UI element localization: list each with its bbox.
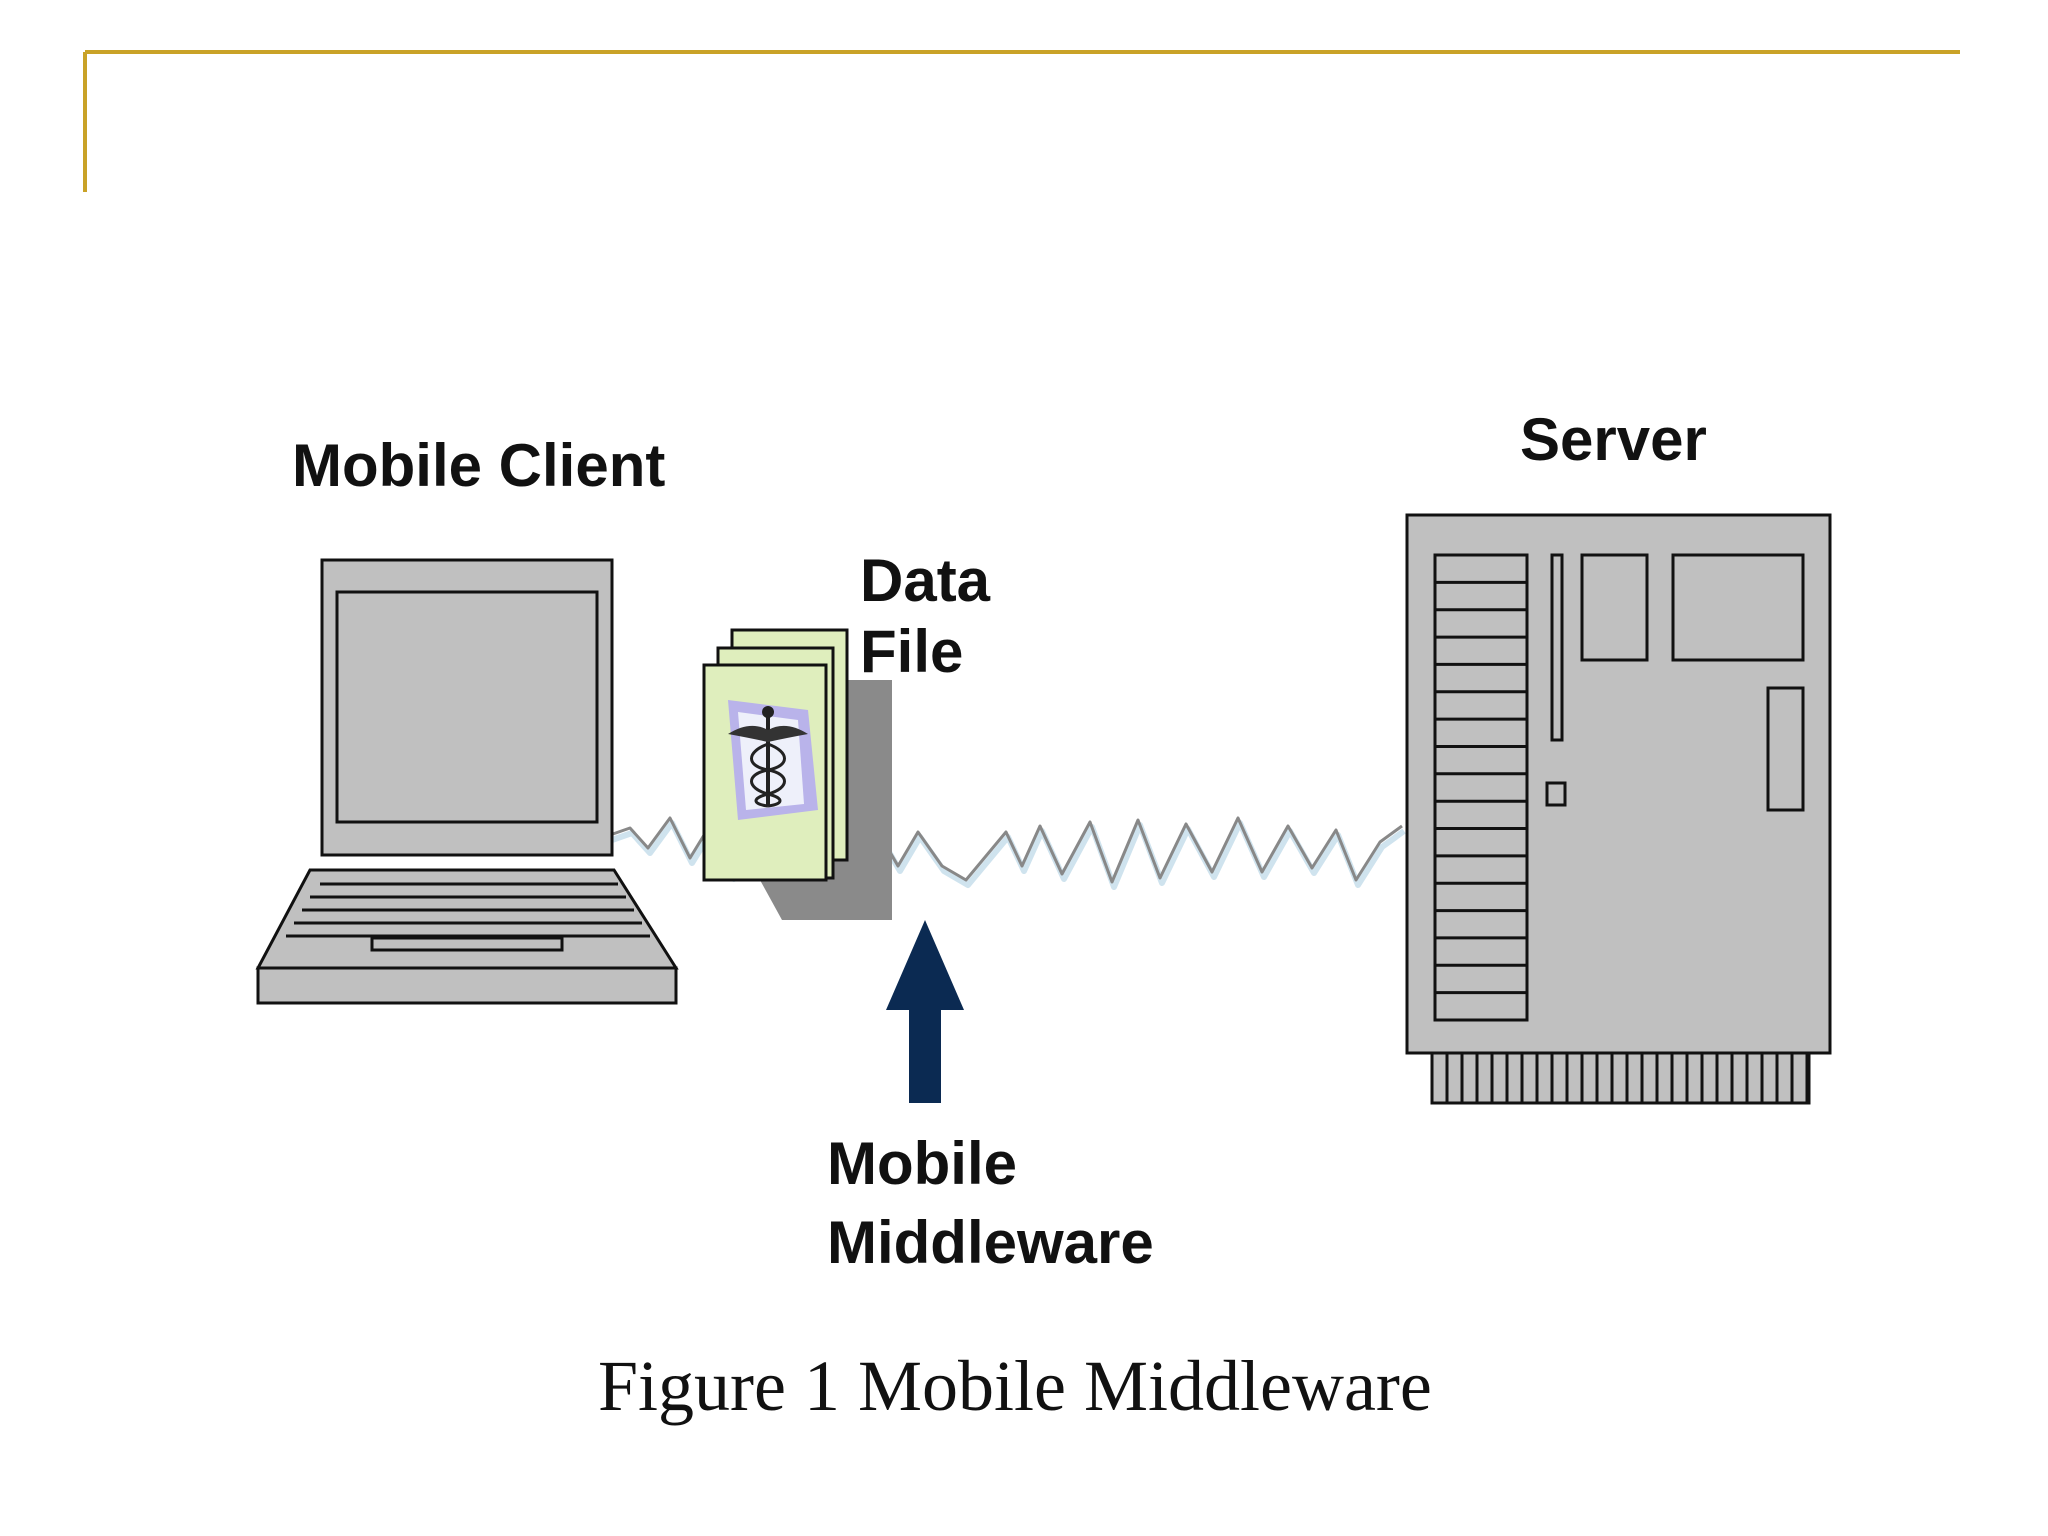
mobile-middleware-label-line2: Middleware <box>827 1209 1154 1276</box>
data-file-stack-icon <box>702 628 892 920</box>
mobile-middleware-label-line1: Mobile <box>827 1130 1017 1197</box>
slide-frame-rule <box>83 50 1960 192</box>
data-file-label-line2: File <box>860 618 964 685</box>
arrow-up-icon <box>886 920 964 1103</box>
server-tower-icon <box>1405 513 1832 1105</box>
data-file-label-line1: Data <box>860 547 991 614</box>
figure-caption: Figure 1 Mobile Middleware <box>598 1346 1432 1426</box>
mobile-client-label: Mobile Client <box>292 432 666 499</box>
laptop-icon <box>255 558 679 1005</box>
caduceus-icon <box>728 700 818 820</box>
server-label: Server <box>1520 406 1707 473</box>
